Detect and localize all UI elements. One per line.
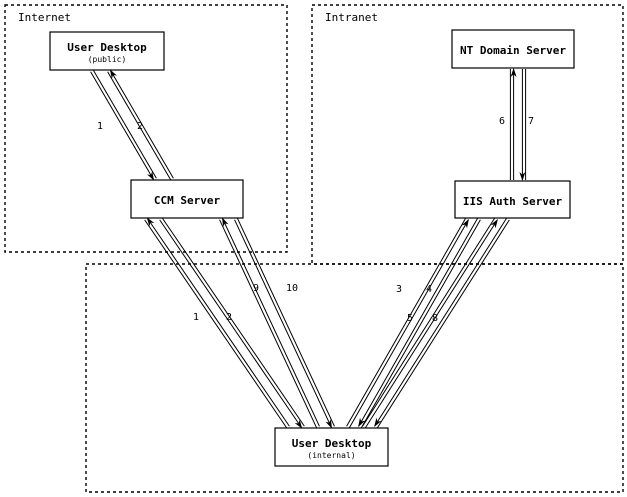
edge-stroke-primary [348,218,469,429]
edge-stroke-primary [364,219,498,429]
flow-step-labels: 1 2 6 7 9 10 1 2 3 4 5 8 [97,116,534,324]
edge-stroke-secondary [362,217,496,427]
flow-step-label-3-8: 3 [396,284,402,295]
zone-border-intranet [311,4,624,265]
zone-internet: Internet [4,4,288,253]
edge-stroke-secondary [92,69,157,179]
edge-stroke-primary [159,219,303,429]
zone-label-intranet: Intranet [325,11,378,24]
flow-step-label-10-5: 10 [286,283,298,294]
edge-stroke-primary [234,219,333,429]
edge-stroke-primary [221,217,320,427]
zone-border-internal-lan [85,263,624,493]
zone-border-internet [4,4,288,253]
edge-stroke-secondary [144,219,288,429]
node-box-user-desktop-public[interactable] [49,31,165,71]
flow-step-label-2-7: 2 [226,312,232,323]
node-title-ccm-server: CCM Server [154,194,221,207]
zone-label-internet: Internet [18,11,71,24]
node-title-user-desktop-public: User Desktop [67,41,147,54]
edge-stroke-secondary [376,219,510,429]
edge-stroke-secondary [219,219,318,428]
edge-stroke-primary [358,217,479,428]
node-subtitle-user-desktop-internal: (internal) [307,451,355,460]
edge-e1b-user-desktop-internal-to-ccm-server [144,217,290,429]
edge-e7-nt-domain-server-to-iis-auth-server [519,69,527,181]
edge-stroke-primary [374,217,508,427]
edge-e3-user-desktop-internal-to-iis-auth-server [346,217,469,429]
edge-e1-user-desktop-public-to-ccm-server [90,69,157,181]
edge-stroke-secondary [161,217,305,427]
zone-boundaries: Internet Intranet [4,4,624,493]
flow-step-label-1-0: 1 [97,121,103,132]
edge-e2-ccm-server-to-user-desktop-public [107,69,174,181]
flow-step-label-1-6: 1 [193,312,199,323]
edge-e4-iis-auth-server-to-user-desktop-internal [358,217,481,429]
node-title-nt-domain-server: NT Domain Server [460,44,566,57]
edge-stroke-secondary [236,218,335,427]
node-ccm-server[interactable]: CCM Server [130,179,244,219]
node-box-iis-auth-server[interactable] [454,180,571,219]
node-iis-auth-server[interactable]: IIS Auth Server [454,180,571,219]
node-title-iis-auth-server: IIS Auth Server [463,195,563,208]
edge-e6-iis-auth-server-to-nt-domain-server [509,68,517,180]
edge-stroke-secondary [346,217,467,427]
node-subtitle-user-desktop-public: (public) [88,55,127,64]
node-user-desktop-internal[interactable]: User Desktop(internal) [274,427,389,467]
edge-e10-ccm-server-to-user-desktop-internal [234,218,335,429]
edge-e5-user-desktop-internal-to-iis-auth-server [362,217,498,429]
edge-stroke-primary [90,71,155,181]
node-user-desktop-public[interactable]: User Desktop(public) [49,31,165,71]
zone-internal-lan [85,263,624,493]
flow-step-label-9-4: 9 [253,283,259,294]
edge-stroke-primary [109,69,174,179]
flow-step-label-8-11: 8 [432,313,438,324]
edge-e8-iis-auth-server-to-user-desktop-internal [374,217,510,429]
zone-intranet: Intranet [311,4,624,265]
node-title-user-desktop-internal: User Desktop [292,437,372,450]
flow-step-label-4-9: 4 [426,284,432,295]
edge-e9-user-desktop-internal-to-ccm-server [219,217,320,428]
node-nt-domain-server[interactable]: NT Domain Server [451,29,575,69]
flow-edges [90,68,527,429]
edge-stroke-secondary [107,71,172,181]
flow-step-label-5-10: 5 [407,313,413,324]
flow-step-label-6-2: 6 [499,116,505,127]
flow-step-label-7-3: 7 [528,116,534,127]
node-box-nt-domain-server[interactable] [451,29,575,69]
node-box-user-desktop-internal[interactable] [274,427,389,467]
node-box-ccm-server[interactable] [130,179,244,219]
edge-stroke-primary [146,217,290,427]
edge-stroke-secondary [360,219,481,429]
edge-e2b-ccm-server-to-user-desktop-internal [159,217,305,429]
flow-step-label-2-1: 2 [137,121,143,132]
